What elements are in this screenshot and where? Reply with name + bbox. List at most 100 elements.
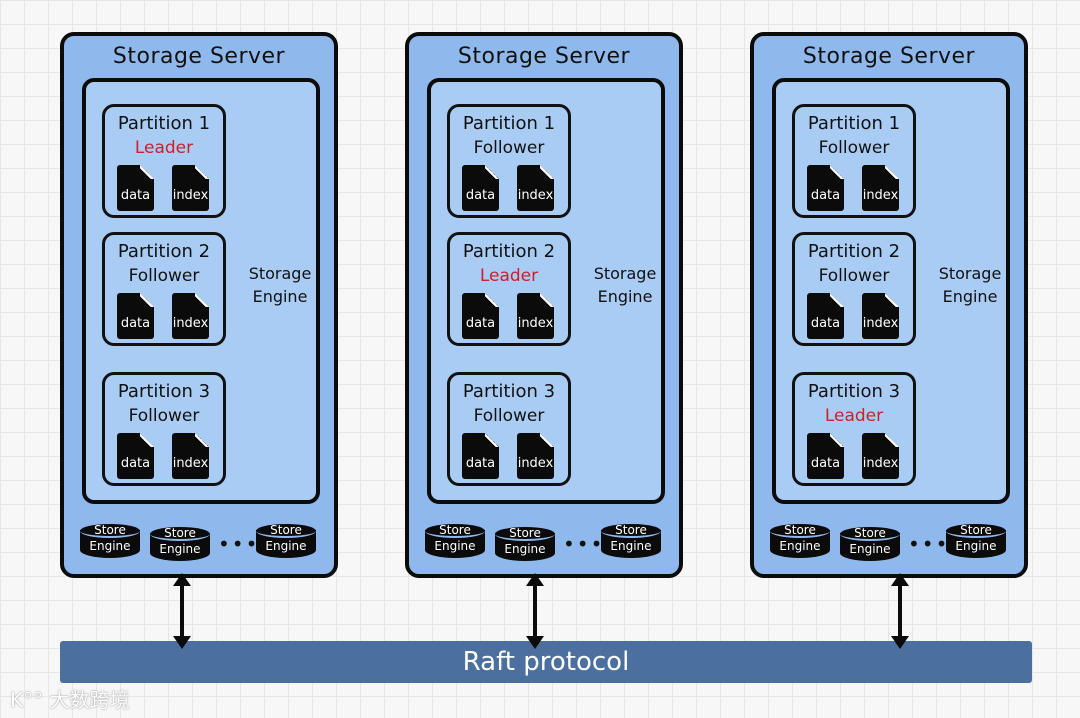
store-label: Store xyxy=(270,523,302,537)
store-engines: Store Engine Store Engine Store Engine••… xyxy=(425,524,663,568)
file-label: index xyxy=(172,456,209,471)
partition-role: Follower xyxy=(128,266,200,286)
partition-title: Partition 3 xyxy=(117,381,211,402)
store-engines: Store Engine Store Engine Store Engine••… xyxy=(80,524,318,568)
file-label: data xyxy=(120,456,151,471)
storage-engine-box: Storage Engine Partition 1 Leader data i… xyxy=(82,78,320,504)
store-engine-disk-icon: Store Engine xyxy=(150,527,210,563)
file-label: index xyxy=(517,188,554,203)
file-label: index xyxy=(862,188,899,203)
store-engine-disk-icon: Store Engine xyxy=(80,524,140,560)
file-label: data xyxy=(465,316,496,331)
partition-role: Follower xyxy=(818,266,890,286)
store-label: Store xyxy=(164,526,196,540)
file-label: data xyxy=(465,188,496,203)
file-icon: index xyxy=(862,293,899,339)
partition-title: Partition 3 xyxy=(807,381,901,402)
partition-role: Follower xyxy=(128,406,200,426)
partition-title: Partition 3 xyxy=(462,381,556,402)
file-icon: data xyxy=(117,433,154,479)
store-engine-disk-icon: Store Engine xyxy=(495,527,555,563)
partition-title: Partition 2 xyxy=(117,241,211,262)
file-label: data xyxy=(810,456,841,471)
file-icon: data xyxy=(807,433,844,479)
store-label: Store xyxy=(509,526,541,540)
file-label: data xyxy=(810,316,841,331)
partition-role: Leader xyxy=(824,406,884,426)
partition-title: Partition 1 xyxy=(117,113,211,134)
file-label: index xyxy=(517,456,554,471)
store-engine-disk-icon: Store Engine xyxy=(601,524,661,560)
partition-role: Leader xyxy=(479,266,539,286)
store-label: Store xyxy=(94,523,126,537)
partition-box: Partition 2 Follower data index xyxy=(102,232,226,346)
bidirectional-arrow-icon xyxy=(173,573,191,649)
engine-label: Engine xyxy=(265,539,307,553)
partition-role: Follower xyxy=(818,138,890,158)
store-engine-disk-icon: Store Engine xyxy=(256,524,316,560)
engine-label: Engine xyxy=(779,539,821,553)
engine-label: Engine xyxy=(610,539,652,553)
store-engine-disk-icon: Store Engine xyxy=(840,527,900,563)
engine-label: Engine xyxy=(434,539,476,553)
storage-engine-box: Storage Engine Partition 1 Follower data… xyxy=(772,78,1010,504)
file-icon: data xyxy=(462,165,499,211)
file-label: index xyxy=(172,188,209,203)
storage-engine-box: Storage Engine Partition 1 Follower data… xyxy=(427,78,665,504)
file-icon: index xyxy=(517,293,554,339)
storage-server: Storage Server Storage Engine Partition … xyxy=(405,32,683,578)
partition-title: Partition 1 xyxy=(462,113,556,134)
store-engine-disk-icon: Store Engine xyxy=(946,524,1006,560)
partition-role: Leader xyxy=(134,138,194,158)
file-icon: index xyxy=(517,433,554,479)
store-label: Store xyxy=(784,523,816,537)
file-icon: index xyxy=(862,165,899,211)
partition-box: Partition 1 Follower data index xyxy=(792,104,916,218)
partition-box: Partition 3 Follower data index xyxy=(102,372,226,486)
storage-engine-label: Storage Engine xyxy=(938,264,1002,306)
file-label: data xyxy=(120,188,151,203)
ellipsis: ••• xyxy=(218,532,260,556)
file-icon: data xyxy=(117,293,154,339)
file-label: index xyxy=(862,456,899,471)
partition-role: Follower xyxy=(473,138,545,158)
file-icon: index xyxy=(172,433,209,479)
partition-box: Partition 2 Follower data index xyxy=(792,232,916,346)
file-icon: data xyxy=(807,165,844,211)
store-label: Store xyxy=(615,523,647,537)
ellipsis: ••• xyxy=(908,532,950,556)
partition-box: Partition 2 Leader data index xyxy=(447,232,571,346)
file-icon: data xyxy=(462,293,499,339)
file-label: data xyxy=(810,188,841,203)
raft-protocol-bar: Raft protocol xyxy=(60,641,1032,683)
store-label: Store xyxy=(854,526,886,540)
file-icon: data xyxy=(462,433,499,479)
ellipsis: ••• xyxy=(563,532,605,556)
file-label: index xyxy=(517,316,554,331)
partition-box: Partition 3 Leader data index xyxy=(792,372,916,486)
file-icon: index xyxy=(172,293,209,339)
storage-engine-label: Storage Engine xyxy=(593,264,657,306)
server-title: Storage Server xyxy=(457,44,631,69)
engine-label: Engine xyxy=(849,542,891,556)
store-label: Store xyxy=(960,523,992,537)
file-icon: data xyxy=(807,293,844,339)
partition-role: Follower xyxy=(473,406,545,426)
file-label: data xyxy=(120,316,151,331)
file-icon: data xyxy=(117,165,154,211)
partition-title: Partition 1 xyxy=(807,113,901,134)
bidirectional-arrow-icon xyxy=(891,573,909,649)
file-icon: index xyxy=(862,433,899,479)
engine-label: Engine xyxy=(955,539,997,553)
file-icon: index xyxy=(517,165,554,211)
engine-label: Engine xyxy=(159,542,201,556)
storage-server: Storage Server Storage Engine Partition … xyxy=(60,32,338,578)
store-engines: Store Engine Store Engine Store Engine••… xyxy=(770,524,1008,568)
file-label: data xyxy=(465,456,496,471)
server-title: Storage Server xyxy=(802,44,976,69)
file-label: index xyxy=(862,316,899,331)
engine-label: Engine xyxy=(89,539,131,553)
bidirectional-arrow-icon xyxy=(526,573,544,649)
engine-label: Engine xyxy=(504,542,546,556)
server-title: Storage Server xyxy=(112,44,286,69)
